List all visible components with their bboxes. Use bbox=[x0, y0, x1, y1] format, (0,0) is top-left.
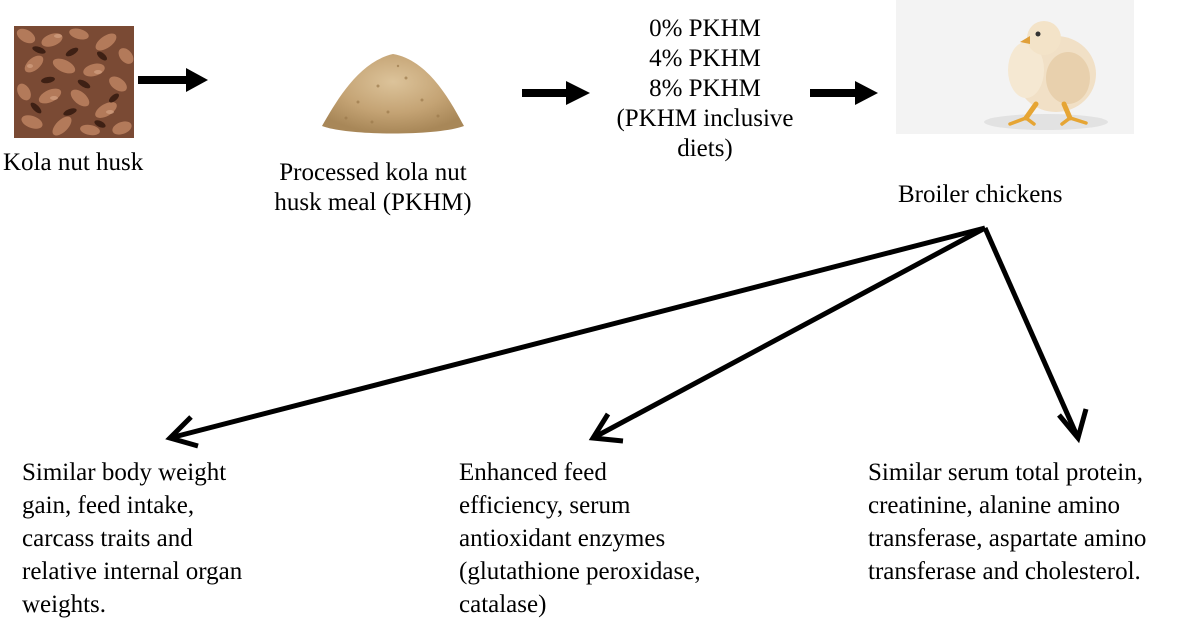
outcome-line: transferase, aspartate amino bbox=[868, 525, 1147, 552]
arrow-broilers-to-growth bbox=[165, 225, 986, 449]
outcome-line: creatinine, alanine amino bbox=[868, 492, 1120, 519]
outcome-line: carcass traits and bbox=[22, 525, 193, 552]
pkhm-label-line: Processed kola nut bbox=[279, 159, 467, 186]
diet-caption: (PKHM inclusive bbox=[616, 105, 794, 132]
outcome-serum: Similar serum total protein, creatinine,… bbox=[868, 456, 1146, 588]
outcome-line: relative internal organ bbox=[22, 558, 243, 585]
diet-level: 8% PKHM bbox=[649, 75, 761, 102]
outcome-line: efficiency, serum bbox=[459, 492, 631, 519]
outcome-line: weights. bbox=[22, 591, 107, 618]
outcome-line: gain, feed intake, bbox=[22, 492, 195, 519]
arrow-husk-to-meal bbox=[138, 68, 208, 92]
outcome-line: catalase) bbox=[459, 591, 547, 618]
ground-meal-pile-photo bbox=[322, 54, 464, 134]
outcome-line: Similar body weight bbox=[22, 459, 227, 486]
pkhm-label-line: husk meal (PKHM) bbox=[274, 189, 472, 216]
pkhm-label: Processed kola nut husk meal (PKHM) bbox=[223, 158, 523, 218]
arrow-diets-to-broilers bbox=[810, 81, 878, 105]
outcome-line: (glutathione peroxidase, bbox=[459, 558, 701, 585]
broiler-chick-photo bbox=[896, 0, 1134, 134]
arrow-meal-to-diets bbox=[522, 81, 590, 105]
outcome-efficiency: Enhanced feed efficiency, serum antioxid… bbox=[459, 456, 701, 621]
outcome-line: Enhanced feed bbox=[459, 459, 607, 486]
diet-level: 0% PKHM bbox=[649, 15, 761, 42]
outcome-line: transferase and cholesterol. bbox=[868, 558, 1141, 585]
outcome-growth: Similar body weight gain, feed intake, c… bbox=[22, 456, 242, 621]
diet-level: 4% PKHM bbox=[649, 45, 761, 72]
arrow-broilers-to-efficiency bbox=[588, 225, 987, 444]
kola-nut-husk-label: Kola nut husk bbox=[3, 149, 144, 176]
broiler-chickens-label: Broiler chickens bbox=[898, 181, 1063, 208]
arrow-broilers-to-serum bbox=[982, 226, 1089, 444]
outcome-line: antioxidant enzymes bbox=[459, 525, 666, 552]
diet-caption: diets) bbox=[677, 135, 733, 162]
diet-levels-block: 0% PKHM 4% PKHM 8% PKHM (PKHM inclusive … bbox=[575, 14, 835, 164]
kola-nut-husk-photo bbox=[14, 26, 134, 138]
outcome-line: Similar serum total protein, bbox=[868, 459, 1143, 486]
